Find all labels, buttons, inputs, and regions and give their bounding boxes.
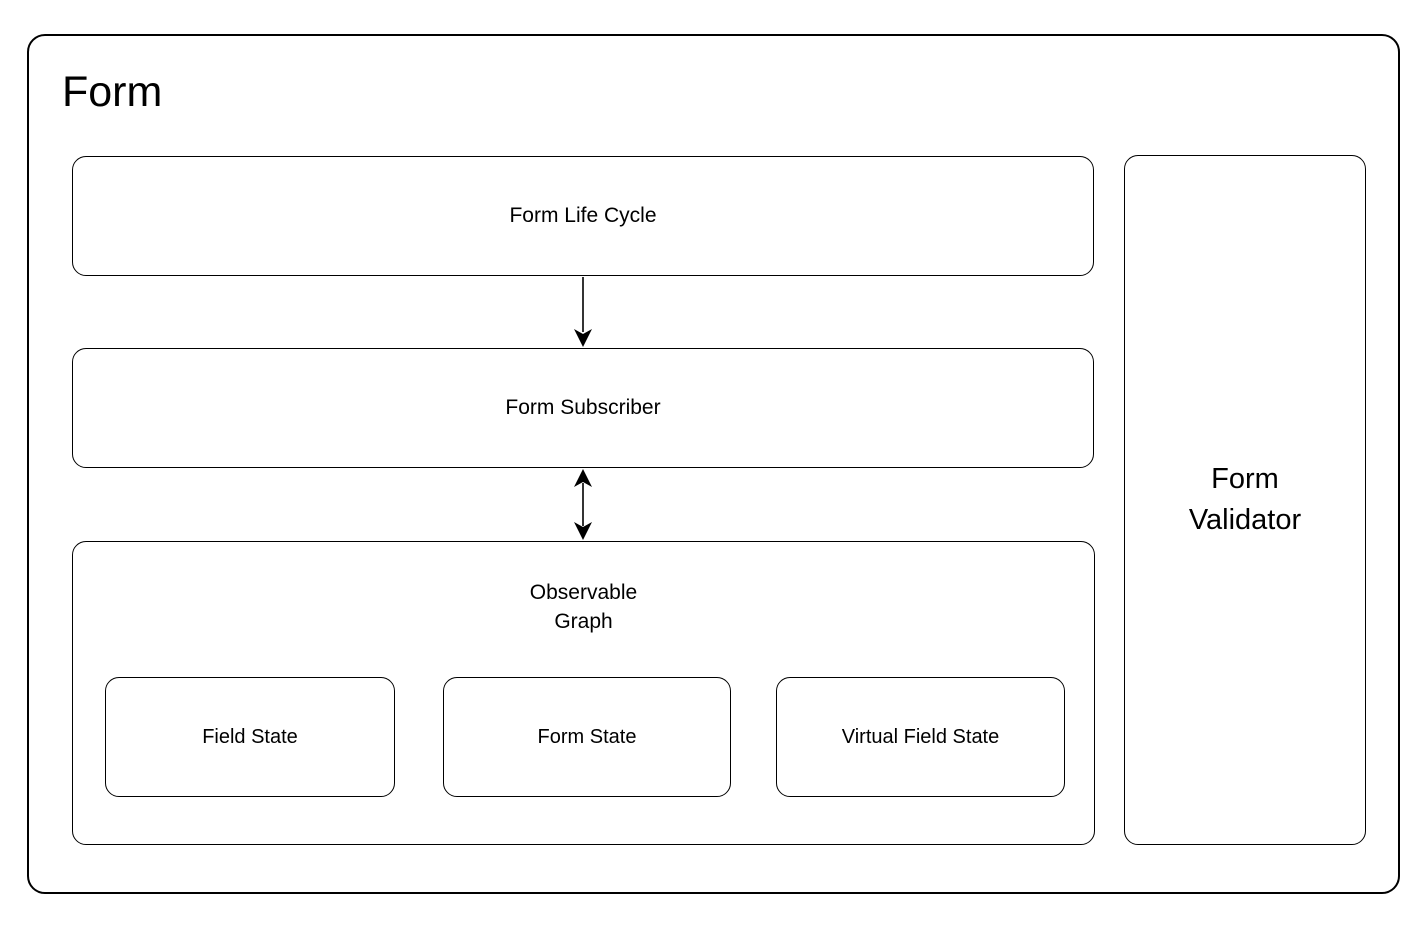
- node-form-subscriber: Form Subscriber: [72, 348, 1094, 468]
- field-state-label: Field State: [202, 725, 298, 748]
- node-form-validator: Form Validator: [1124, 155, 1366, 845]
- form-validator-label: Form Validator: [1188, 463, 1302, 536]
- form-container-label: Form: [62, 68, 163, 116]
- form-subscriber-label: Form Subscriber: [505, 396, 661, 419]
- node-virtual-field-state: Virtual Field State: [776, 677, 1065, 797]
- form-state-label: Form State: [537, 725, 637, 748]
- node-form-life-cycle: Form Life Cycle: [72, 156, 1094, 276]
- form-life-cycle-label: Form Life Cycle: [509, 204, 657, 227]
- virtual-field-state-label: Virtual Field State: [841, 725, 1000, 748]
- observable-graph-label: Observable Graph: [529, 581, 638, 633]
- node-field-state: Field State: [105, 677, 395, 797]
- node-form-state: Form State: [443, 677, 731, 797]
